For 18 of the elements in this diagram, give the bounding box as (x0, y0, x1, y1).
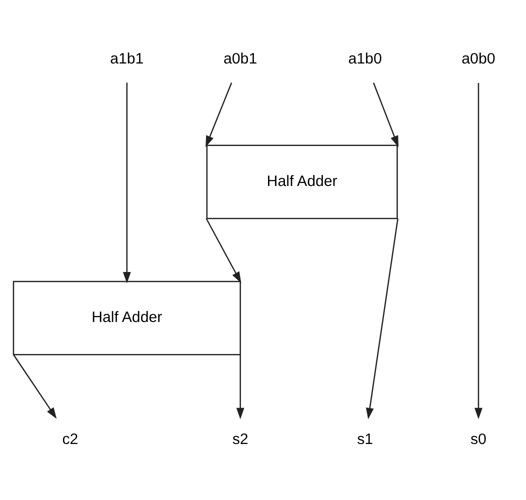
node-text: a1b1 (110, 50, 144, 68)
arrow (122, 82, 131, 284)
node-box: Half Adder (12, 280, 241, 356)
arrow (206, 218, 242, 284)
arrow (12, 354, 57, 419)
arrow (236, 354, 244, 420)
node-text: s1 (357, 431, 374, 448)
arrow (366, 218, 398, 420)
node-text: s0 (470, 431, 486, 448)
node-text: s2 (232, 431, 248, 448)
arrow (372, 82, 399, 148)
node-text: c2 (62, 431, 78, 448)
arrow (474, 82, 482, 420)
node-box: Half Adder (206, 144, 398, 220)
node-text: a1b0 (348, 50, 382, 68)
arrow (206, 82, 232, 148)
node-text: a0b1 (224, 50, 258, 68)
node-text: a0b0 (462, 50, 496, 68)
